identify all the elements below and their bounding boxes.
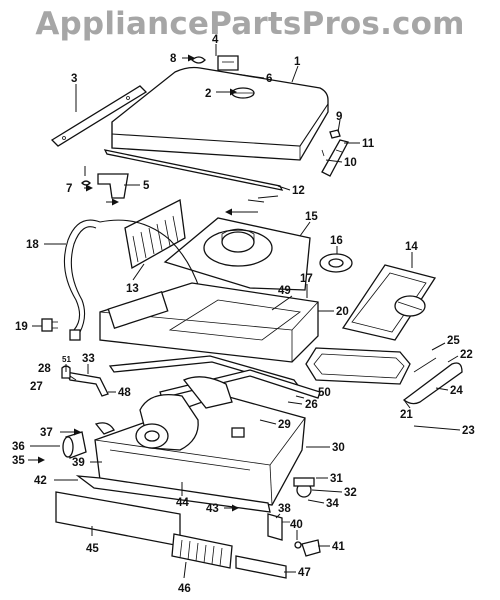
- label-27: 27: [30, 381, 43, 393]
- leader-lines: [28, 44, 461, 579]
- label-17: 17: [300, 273, 313, 285]
- label-41: 41: [332, 541, 345, 553]
- power-cord: [63, 219, 201, 341]
- label-43: 43: [206, 503, 219, 515]
- label-39: 39: [72, 457, 85, 469]
- label-2: 2: [205, 88, 211, 100]
- label-31: 31: [330, 473, 343, 485]
- label-9: 9: [336, 111, 342, 123]
- label-45: 45: [86, 543, 99, 555]
- handle: [402, 357, 463, 405]
- label-42: 42: [34, 475, 47, 487]
- label-20: 20: [336, 306, 349, 318]
- label-24: 24: [450, 385, 463, 397]
- lower-left-bracket: [61, 365, 109, 397]
- label-5: 5: [143, 180, 150, 192]
- label-40: 40: [290, 519, 303, 531]
- label-7: 7: [66, 183, 72, 195]
- bottom-grille: [171, 533, 233, 569]
- label-28: 28: [38, 363, 51, 375]
- label-32: 32: [344, 487, 357, 499]
- capacitor: [62, 422, 115, 459]
- label-21: 21: [400, 409, 413, 421]
- label-35: 35: [12, 455, 25, 467]
- label-30: 30: [332, 442, 345, 454]
- label-51: 51: [62, 355, 71, 364]
- seal-ring: [319, 253, 353, 273]
- label-29: 29: [278, 419, 291, 431]
- label-26: 26: [305, 399, 318, 411]
- label-34: 34: [326, 498, 339, 510]
- label-4: 4: [212, 34, 219, 46]
- label-1: 1: [294, 56, 301, 68]
- left-bracket-plate: [50, 85, 148, 147]
- right-bracket: [321, 129, 349, 177]
- switch-bracket: [267, 513, 290, 541]
- top-cover: [111, 66, 329, 161]
- motor-plate: [163, 217, 311, 291]
- label-25: 25: [447, 335, 460, 347]
- tray: [305, 347, 411, 385]
- label-12: 12: [292, 185, 305, 197]
- label-48: 48: [118, 387, 131, 399]
- label-13: 13: [126, 283, 139, 295]
- label-38: 38: [278, 503, 291, 515]
- label-14: 14: [405, 241, 418, 253]
- label-22: 22: [460, 349, 473, 361]
- front-rail: [103, 149, 284, 191]
- label-46: 46: [178, 583, 191, 595]
- label-50: 50: [318, 387, 331, 399]
- label-6: 6: [266, 73, 272, 85]
- label-33: 33: [82, 353, 95, 365]
- label-23: 23: [462, 425, 475, 437]
- label-19: 19: [15, 321, 28, 333]
- inner-frame: [99, 282, 319, 363]
- label-16: 16: [330, 235, 343, 247]
- label-47: 47: [298, 567, 311, 579]
- label-3: 3: [71, 73, 77, 85]
- plug: [41, 318, 58, 332]
- label-37: 37: [40, 427, 53, 439]
- blower-assembly: [135, 376, 233, 451]
- label-49: 49: [278, 285, 291, 297]
- label-15: 15: [305, 211, 318, 223]
- label-18: 18: [26, 239, 39, 251]
- label-8: 8: [170, 53, 177, 65]
- filter-grille: [124, 199, 186, 270]
- label-11: 11: [362, 138, 375, 150]
- knob: [294, 539, 321, 557]
- bottom-strip: [235, 555, 287, 579]
- caster: [293, 477, 315, 498]
- watermark: AppliancePartsPros.com: [35, 6, 465, 42]
- callout-labels: 1 2 3 4 5 6 7 8 9 10 11 12 13 14 15 16 1…: [12, 34, 475, 595]
- label-44: 44: [176, 497, 189, 509]
- filter-frame: [341, 264, 437, 341]
- label-36: 36: [12, 441, 25, 453]
- top-fasteners: [81, 55, 239, 199]
- label-10: 10: [344, 157, 357, 169]
